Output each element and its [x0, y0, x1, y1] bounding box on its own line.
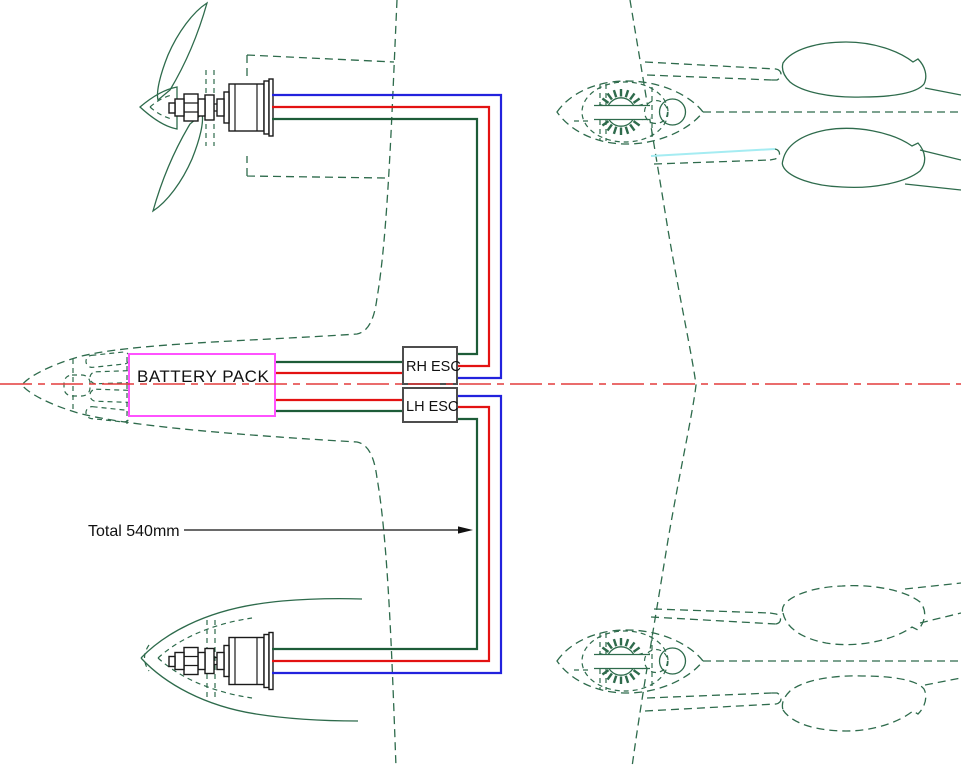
nacelle-nose-outline	[140, 598, 363, 722]
stator-tooth	[624, 126, 630, 135]
power-wiring	[272, 93, 503, 675]
stator-tooth	[601, 97, 610, 104]
wire-lh-esc-to-motor-blue	[272, 394, 503, 675]
prop-blade-front-lower	[781, 127, 926, 189]
stator-tooth	[612, 126, 618, 135]
dimension-arrowhead	[458, 526, 473, 534]
nacelle-inner-echo	[143, 617, 253, 699]
stator-tooth	[624, 89, 630, 98]
nacelle-top-edge	[246, 54, 395, 76]
stator-tooth	[601, 120, 610, 127]
prop-collet-front	[643, 99, 669, 125]
prop-hub-bar-mask	[592, 106, 650, 119]
wire-lh-esc-to-motor-green	[272, 417, 479, 651]
brushless-motor-plan	[168, 78, 274, 137]
wire-rh-esc-to-motor-red	[272, 105, 491, 368]
propeller-blades-top	[151, 1, 209, 213]
front-view-bottom-details	[644, 582, 961, 732]
wire-rh-esc-to-motor-green	[272, 117, 479, 356]
prop-hub-bar	[594, 104, 650, 121]
battery-pack-box	[128, 353, 276, 417]
total-length-label: Total 540mm	[88, 523, 180, 540]
lh-esc-label: LH ESC	[406, 399, 458, 415]
wire-rh-esc-to-motor-blue	[272, 93, 503, 380]
stator-tooth	[632, 97, 641, 104]
stator-tooth	[606, 92, 613, 101]
lh-esc-box	[402, 387, 458, 423]
right-engine-nacelle-plan	[139, 1, 395, 213]
prop-blade-front-upper	[781, 41, 927, 98]
nacelle-lens-outline	[556, 80, 704, 145]
stator-tooth	[606, 123, 613, 132]
nacelle-bottom-edge	[246, 156, 387, 179]
nacelle-front-view	[556, 80, 704, 145]
prop-nut-front	[658, 98, 687, 126]
nacelle-front-view-bottom	[555, 628, 705, 695]
wing-trailing-edge	[629, 0, 697, 768]
front-view-top-details	[644, 41, 961, 191]
stator-tooth	[632, 120, 641, 127]
battery-pack-label: BATTERY PACK	[137, 367, 269, 386]
prop-blade-front-lower-hidden	[781, 675, 927, 732]
stator-tooth	[629, 123, 636, 132]
stator-tooth	[612, 89, 618, 98]
brushless-motor-plan-bottom	[168, 631, 274, 691]
rh-esc-box	[402, 346, 458, 385]
stator-tooth	[629, 92, 636, 101]
nose-internal-details	[63, 351, 147, 424]
dimension-annotation	[184, 526, 473, 534]
prop-blade-front-upper-hidden	[781, 584, 926, 646]
wire-lh-esc-to-motor-red	[272, 405, 491, 663]
fuselage-plan-outline	[21, 0, 697, 768]
cyan-highlight-line	[650, 148, 776, 157]
rh-esc-label: RH ESC	[406, 359, 461, 375]
